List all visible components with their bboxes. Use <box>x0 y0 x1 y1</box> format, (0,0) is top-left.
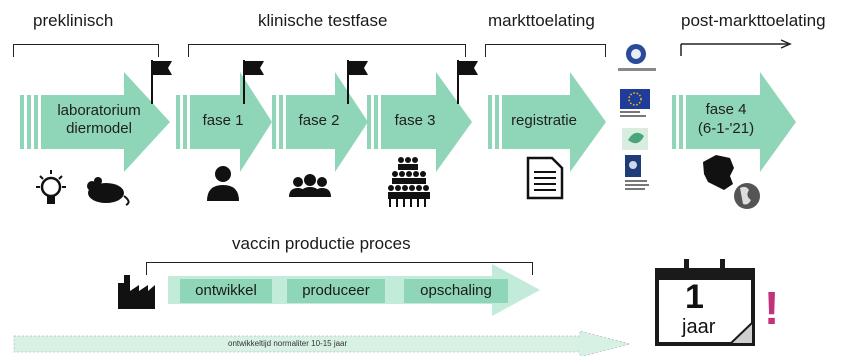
production-title: vaccin productie proces <box>232 234 411 253</box>
production-step-opschaling: opschaling <box>404 279 508 303</box>
flag-icon <box>151 60 172 104</box>
eu-commission-logo <box>620 89 650 117</box>
arrow-fase3 <box>367 72 472 172</box>
header-preklinisch: preklinisch <box>33 11 114 30</box>
exclamation-mark: ! <box>764 282 780 334</box>
globe-icon <box>734 183 760 209</box>
rijksoverheid-logo <box>625 155 649 190</box>
lightbulb-icon <box>36 170 66 204</box>
group-icon <box>289 174 331 197</box>
timeline-label: ontwikkeltijd normaliter 10-15 jaar <box>228 339 348 348</box>
cbg-logo <box>622 128 648 150</box>
bracket-markt <box>485 44 606 57</box>
bracket-preklinisch <box>13 44 159 57</box>
header-post-markttoelating: post-markttoelating <box>681 11 826 30</box>
calendar-number: 1 <box>685 278 704 316</box>
arrow-fase4 <box>672 72 796 172</box>
header-klinische-testfase: klinische testfase <box>258 11 388 30</box>
production-step-produceer: produceer <box>287 279 385 303</box>
arrow-fase1 <box>176 72 272 172</box>
person-icon <box>207 166 239 201</box>
stage-registratie-label: registratie <box>511 112 577 129</box>
netherlands-map-icon <box>703 155 734 190</box>
stage-fase3-label: fase 3 <box>394 112 436 129</box>
arrow-lab <box>20 72 170 172</box>
production-step-ontwikkel: ontwikkel <box>180 279 272 303</box>
bracket-klinisch <box>188 44 466 57</box>
ema-logo <box>618 44 656 71</box>
bracket-production <box>146 262 533 275</box>
flag-icon <box>243 60 264 104</box>
flag-icon <box>457 60 478 104</box>
header-markttoelating: markttoelating <box>488 11 595 30</box>
flag-icon <box>347 60 368 104</box>
stage-fase1-label: fase 1 <box>202 112 244 129</box>
stage-fase4-label: fase 4 (6-1-'21) <box>697 101 755 137</box>
rat-icon <box>87 177 130 206</box>
arrow-registratie <box>488 72 606 172</box>
stage-lab-label: laboratorium diermodel <box>57 102 141 137</box>
calendar-unit: jaar <box>682 316 716 338</box>
stage-fase2-label: fase 2 <box>298 112 340 129</box>
document-icon <box>526 156 564 200</box>
factory-icon <box>118 275 155 309</box>
